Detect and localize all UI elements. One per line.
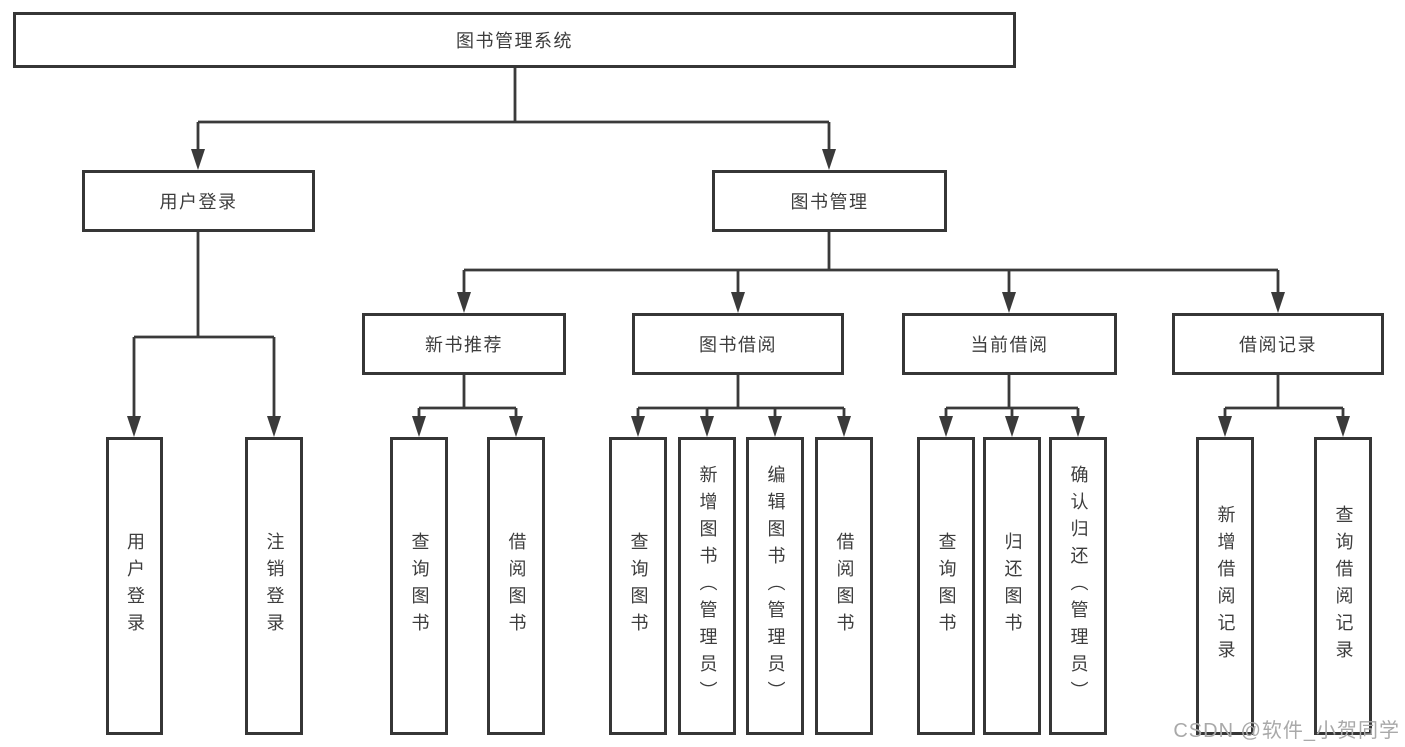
leaf-user-login: 用户登录 xyxy=(106,437,163,735)
node-label: 注销登录 xyxy=(264,532,285,640)
node-book-borrowing: 图书借阅 xyxy=(632,313,844,375)
node-book-management: 图书管理 xyxy=(712,170,947,232)
node-label: 查询图书 xyxy=(628,532,649,640)
leaf-borrow-books-recommend: 借阅图书 xyxy=(487,437,545,735)
leaf-edit-books-admin: 编辑图书（管理员） xyxy=(746,437,804,735)
leaf-query-books-borrowing: 查询图书 xyxy=(609,437,667,735)
node-label: 新增图书（管理员） xyxy=(697,464,718,708)
connector-book-management-branch xyxy=(462,232,1280,297)
connector-book-borrowing-branch xyxy=(636,375,846,421)
node-label: 当前借阅 xyxy=(970,335,1049,355)
node-label: 归还图书 xyxy=(1002,532,1023,640)
connector-borrowing-records-branch xyxy=(1223,375,1345,421)
node-label: 借阅记录 xyxy=(1239,335,1317,355)
connector-root-branch xyxy=(196,68,831,154)
node-label: 确认归还（管理员） xyxy=(1068,464,1089,708)
node-new-book-recommendation: 新书推荐 xyxy=(362,313,566,375)
leaf-logout: 注销登录 xyxy=(245,437,303,735)
node-label: 图书管理 xyxy=(790,192,869,212)
node-label: 图书借阅 xyxy=(699,335,777,355)
leaf-return-books: 归还图书 xyxy=(983,437,1041,735)
node-label: 查询借阅记录 xyxy=(1333,505,1354,667)
connector-new-book-branch xyxy=(417,375,518,421)
node-label: 用户登录 xyxy=(159,192,238,212)
node-borrowing-records: 借阅记录 xyxy=(1172,313,1384,375)
leaf-borrow-books-borrowing: 借阅图书 xyxy=(815,437,873,735)
connector-user-login-branch xyxy=(132,232,276,421)
leaf-query-borrow-record: 查询借阅记录 xyxy=(1314,437,1372,735)
node-label: 用户登录 xyxy=(124,532,145,640)
leaf-query-books-recommend: 查询图书 xyxy=(390,437,448,735)
node-user-login: 用户登录 xyxy=(82,170,315,232)
node-label: 编辑图书（管理员） xyxy=(765,464,786,708)
node-label: 查询图书 xyxy=(409,532,430,640)
node-label: 查询图书 xyxy=(936,532,957,640)
node-label: 新增借阅记录 xyxy=(1215,505,1236,667)
leaf-query-books-current: 查询图书 xyxy=(917,437,975,735)
csdn-watermark: CSDN @软件_小贺同学 xyxy=(1173,720,1400,742)
node-label: 新书推荐 xyxy=(425,335,503,355)
node-current-borrowing: 当前借阅 xyxy=(902,313,1117,375)
node-label: 借阅图书 xyxy=(506,532,527,640)
connector-current-borrowing-branch xyxy=(944,375,1080,421)
leaf-add-borrow-record: 新增借阅记录 xyxy=(1196,437,1254,735)
leaf-confirm-return-admin: 确认归还（管理员） xyxy=(1049,437,1107,735)
leaf-add-books-admin: 新增图书（管理员） xyxy=(678,437,736,735)
node-label: 图书管理系统 xyxy=(456,31,573,51)
node-label: 借阅图书 xyxy=(834,532,855,640)
node-library-management-system: 图书管理系统 xyxy=(13,12,1016,68)
